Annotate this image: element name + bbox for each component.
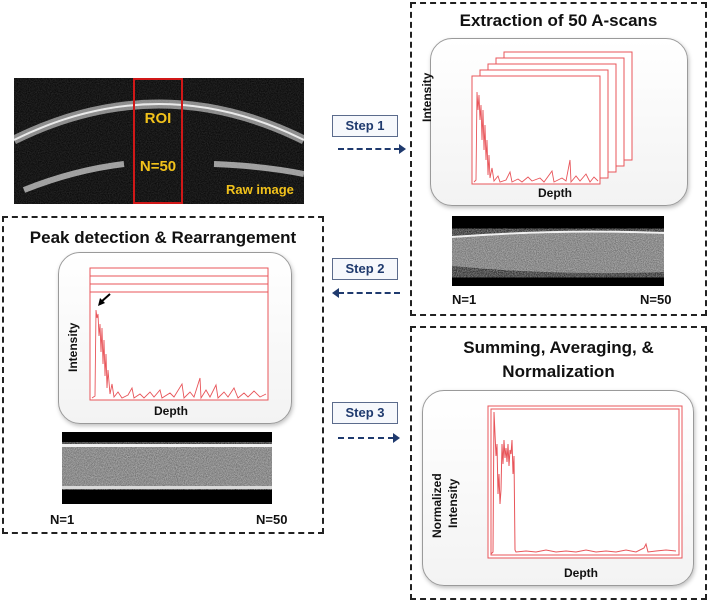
summing-ylabel-line1: Normalized [430, 473, 444, 538]
extraction-xlabel: Depth [538, 186, 572, 200]
peak-xlabel: Depth [154, 404, 188, 418]
peak-n-end: N=50 [256, 512, 288, 527]
step-3-label: Step 3 [332, 402, 398, 424]
summing-normalized-trace [487, 405, 683, 559]
extraction-n-end: N=50 [640, 292, 672, 307]
raw-oct-image [14, 78, 304, 204]
step-1-arrow [338, 144, 406, 154]
roi-n-label: N=50 [139, 158, 177, 175]
step-1-label: Step 1 [332, 115, 398, 137]
extraction-ylabel: Intensity [420, 72, 434, 122]
roi-box [133, 78, 183, 204]
step-2-label: Step 2 [332, 258, 398, 280]
summing-ylabel-line2: Intensity [446, 478, 460, 528]
raw-oct-image-svg [14, 78, 304, 204]
summing-panel-title-line1: Summing, Averaging, & [463, 338, 654, 357]
summing-panel-title-line2: Normalization [502, 362, 615, 381]
peak-n-start: N=1 [50, 512, 75, 527]
arrow-left-icon [332, 288, 339, 298]
peak-panel-title: Peak detection & Rearrangement [29, 228, 297, 247]
extraction-panel-title: Extraction of 50 A-scans [459, 11, 658, 30]
roi-label: ROI [144, 110, 172, 127]
step-2-arrow [332, 288, 400, 298]
summing-xlabel: Depth [564, 566, 598, 580]
peak-ylabel: Intensity [66, 322, 80, 372]
step-3-arrow [338, 433, 400, 443]
extraction-n-start: N=1 [452, 292, 477, 307]
peak-aligned-ascans [89, 267, 269, 401]
extraction-bscan-strip [452, 216, 664, 286]
peak-bscan-strip [62, 432, 272, 504]
extraction-stacked-ascans [471, 51, 633, 185]
arrow-right-icon [393, 433, 400, 443]
raw-image-caption: Raw image [226, 182, 294, 197]
arrow-right-icon [399, 144, 406, 154]
